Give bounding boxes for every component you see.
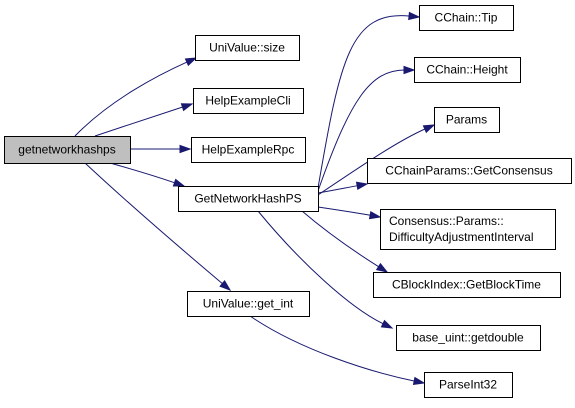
node-label: Consensus::Params:: xyxy=(389,214,504,228)
edge-line xyxy=(317,185,359,194)
node-label: base_uint::getdouble xyxy=(412,331,524,345)
node-label: CChainParams::GetConsensus xyxy=(385,164,552,178)
edge-arrowhead xyxy=(368,210,382,220)
node-label: HelpExampleCli xyxy=(205,94,290,108)
edge-getnetworkhashps-to-univalue_get_int xyxy=(84,162,232,291)
edge-line xyxy=(317,128,426,196)
call-graph-nodes: getnetworkhashps UniValue::sizeHelpExampl… xyxy=(4,5,572,398)
edge-arrowhead xyxy=(375,262,389,273)
edge-line xyxy=(84,162,224,285)
node-box xyxy=(195,35,300,61)
edge-arrowhead xyxy=(403,65,416,75)
node-label: UniValue::size xyxy=(209,41,285,55)
edge-arrowhead xyxy=(219,280,232,291)
edge-getnetworkhashps_fn-to-cblockindex_getblocktime xyxy=(301,210,389,273)
node-getnetworkhashps[interactable]: getnetworkhashps xyxy=(4,136,131,164)
edge-line xyxy=(94,106,184,137)
node-box xyxy=(178,186,319,212)
node-box xyxy=(396,325,541,351)
edge-getnetworkhashps-to-univalue_size xyxy=(74,57,198,137)
edge-line xyxy=(257,210,385,325)
node-label: UniValue::get_int xyxy=(203,297,294,311)
node-getnetworkhashps-fn[interactable]: GetNetworkHashPS xyxy=(178,186,319,212)
edge-getnetworkhashps_fn-to-params xyxy=(317,124,436,196)
node-parseint32[interactable]: ParseInt32 xyxy=(424,372,513,398)
node-box xyxy=(187,291,310,317)
node-label: CChain::Tip xyxy=(435,11,498,25)
node-box xyxy=(419,5,514,31)
node-label: getnetworkhashps xyxy=(18,143,115,157)
edge-arrowhead xyxy=(184,57,198,67)
edge-getnetworkhashps-to-helpexamplerpc xyxy=(129,144,192,154)
node-box xyxy=(414,57,521,83)
node-base-uint-getdouble[interactable]: base_uint::getdouble xyxy=(396,325,541,351)
node-box xyxy=(367,158,572,184)
node-helpexamplerpc[interactable]: HelpExampleRpc xyxy=(191,137,306,163)
edge-arrowhead xyxy=(380,319,394,329)
node-box xyxy=(434,107,500,133)
node-label: HelpExampleRpc xyxy=(202,143,295,157)
node-label: CBlockIndex::GetBlockTime xyxy=(392,278,541,292)
edge-line xyxy=(317,206,372,216)
node-univalue-get-int[interactable]: UniValue::get_int xyxy=(187,291,310,317)
edge-line xyxy=(301,210,380,268)
node-box xyxy=(380,209,556,250)
node-box xyxy=(4,136,131,164)
edge-getnetworkhashps_fn-to-cchain_tip xyxy=(317,11,421,189)
node-label: GetNetworkHashPS xyxy=(194,192,301,206)
edge-arrowhead xyxy=(412,376,426,386)
node-univalue-size[interactable]: UniValue::size xyxy=(195,35,300,61)
edge-getnetworkhashps_fn-to-cchainparams_getconsensus xyxy=(317,181,369,194)
node-box xyxy=(424,372,513,398)
edge-getnetworkhashps_fn-to-base_uint_getdouble xyxy=(257,210,394,329)
node-params[interactable]: Params xyxy=(434,107,500,133)
node-box xyxy=(373,272,561,298)
node-cchain-tip[interactable]: CChain::Tip xyxy=(419,5,514,31)
edge-getnetworkhashps_fn-to-consensus_params_difficulty xyxy=(317,206,382,220)
edge-arrowhead xyxy=(355,181,369,190)
node-box xyxy=(191,137,306,163)
node-consensus-params-difficulty[interactable]: Consensus::Params::DifficultyAdjustmentI… xyxy=(380,209,556,250)
node-helpexamplecli[interactable]: HelpExampleCli xyxy=(193,88,304,114)
edge-arrowhead xyxy=(408,11,421,21)
edge-arrowhead xyxy=(172,178,186,187)
node-cchainparams-getconsensus[interactable]: CChainParams::GetConsensus xyxy=(367,158,572,184)
node-label: DifficultyAdjustmentInterval xyxy=(389,230,534,244)
node-label: CChain::Height xyxy=(426,63,508,77)
edge-line xyxy=(317,69,406,192)
node-box xyxy=(193,88,304,114)
node-cblockindex-getblocktime[interactable]: CBlockIndex::GetBlockTime xyxy=(373,272,561,298)
node-cchain-height[interactable]: CChain::Height xyxy=(414,57,521,83)
edge-arrowhead xyxy=(422,124,436,134)
edge-getnetworkhashps-to-getnetworkhashps_fn xyxy=(109,162,186,187)
call-graph-edges xyxy=(74,11,436,386)
edge-line xyxy=(317,15,411,189)
edge-arrowhead xyxy=(179,144,192,154)
node-label: ParseInt32 xyxy=(439,378,497,392)
edge-line xyxy=(74,61,188,137)
edge-getnetworkhashps_fn-to-cchain_height xyxy=(317,65,416,192)
edge-line xyxy=(249,315,416,382)
edge-arrowhead xyxy=(180,103,194,112)
edge-line xyxy=(109,162,176,184)
edge-univalue_get_int-to-parseint32 xyxy=(249,315,426,386)
edge-getnetworkhashps-to-helpexamplecli xyxy=(94,103,194,137)
node-label: Params xyxy=(446,113,487,127)
